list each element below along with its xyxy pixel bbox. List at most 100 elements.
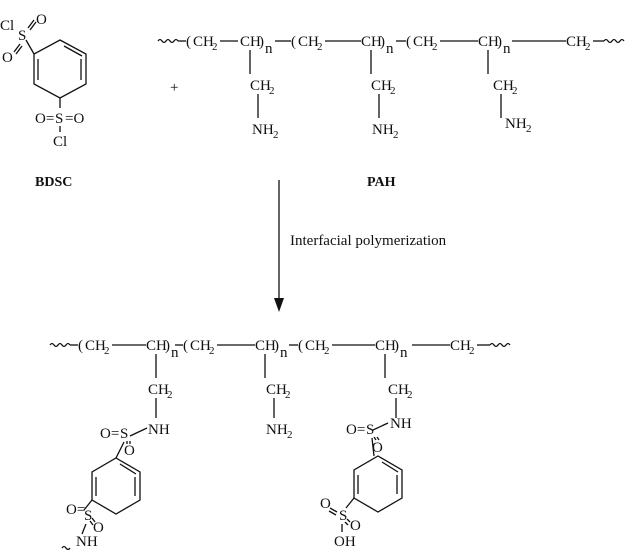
bdsc-cl-top: Cl: [0, 18, 14, 34]
svg-text:2: 2: [407, 389, 413, 401]
svg-text:OH: OH: [334, 534, 356, 550]
bdsc-structure: S Cl O O O= S =O Cl BDSC: [0, 12, 87, 190]
svg-text:2: 2: [512, 85, 518, 97]
svg-text:O: O: [93, 520, 104, 536]
svg-text:2: 2: [469, 345, 475, 357]
svg-text:CH: CH: [371, 78, 392, 94]
svg-text:CH: CH: [190, 338, 211, 354]
bdsc-benzene-ring: [33, 39, 87, 99]
svg-text:CH: CH: [240, 34, 261, 50]
svg-text:(: (: [78, 338, 83, 354]
svg-text:CH: CH: [250, 78, 271, 94]
plus-sign: +: [170, 80, 178, 96]
svg-text:NH: NH: [76, 534, 98, 550]
svg-text:2: 2: [273, 129, 279, 141]
svg-text:2: 2: [104, 345, 110, 357]
svg-text:n: n: [265, 41, 273, 57]
svg-text:O: O: [320, 496, 331, 512]
svg-text:(: (: [298, 338, 303, 354]
svg-text:): ): [259, 34, 264, 50]
pah-label: PAH: [367, 175, 396, 190]
svg-text:2: 2: [390, 85, 396, 97]
svg-text:(: (: [186, 34, 191, 50]
svg-text:CH: CH: [388, 382, 409, 398]
svg-text:CH: CH: [413, 34, 434, 50]
product-wavy-right: [489, 342, 511, 348]
svg-text:CH: CH: [450, 338, 471, 354]
svg-text:2: 2: [432, 41, 438, 53]
svg-text:n: n: [386, 41, 394, 57]
svg-text:CH: CH: [375, 338, 396, 354]
svg-text:NH: NH: [148, 422, 170, 438]
svg-text:CH: CH: [148, 382, 169, 398]
svg-text:n: n: [400, 345, 408, 361]
svg-text:O=: O=: [66, 502, 85, 518]
svg-text:O=: O=: [100, 426, 119, 442]
svg-text:NH: NH: [252, 122, 274, 138]
svg-text:O: O: [124, 443, 135, 459]
svg-text:NH: NH: [390, 416, 412, 432]
product-wavy-left: [49, 342, 71, 348]
svg-text:2: 2: [287, 429, 293, 441]
bdsc-s-top: S: [18, 28, 26, 44]
svg-text:): ): [274, 338, 279, 354]
svg-text:): ): [497, 34, 502, 50]
svg-text:2: 2: [393, 129, 399, 141]
svg-text:O: O: [372, 440, 383, 456]
svg-text:O: O: [350, 518, 361, 534]
svg-text:2: 2: [212, 41, 218, 53]
svg-text:): ): [165, 338, 170, 354]
arrow-label: Interfacial polymerization: [290, 233, 447, 249]
svg-text:CH: CH: [566, 34, 587, 50]
svg-text:): ): [380, 34, 385, 50]
svg-text:2: 2: [285, 389, 291, 401]
svg-text:CH: CH: [305, 338, 326, 354]
svg-text:CH: CH: [193, 34, 214, 50]
bdsc-o-eq-left: O=: [35, 111, 54, 127]
svg-text:(: (: [183, 338, 188, 354]
svg-text:NH: NH: [372, 122, 394, 138]
svg-text:CH: CH: [298, 34, 319, 50]
svg-text:2: 2: [585, 41, 591, 53]
svg-text:n: n: [171, 345, 179, 361]
svg-text:2: 2: [526, 123, 532, 135]
svg-text:2: 2: [324, 345, 330, 357]
svg-text:O=: O=: [346, 422, 365, 438]
svg-text:): ): [394, 338, 399, 354]
svg-text:NH: NH: [505, 116, 527, 132]
svg-text:(: (: [291, 34, 296, 50]
svg-text:S: S: [84, 508, 92, 524]
product-benzene-ring-1: [91, 457, 141, 515]
reaction-arrow: Interfacial polymerization: [274, 180, 447, 312]
svg-text:2: 2: [167, 389, 173, 401]
svg-text:CH: CH: [255, 338, 276, 354]
bdsc-eq-o-right: =O: [65, 111, 84, 127]
bdsc-o-top-1: O: [36, 12, 47, 28]
pah-wavy-left: [157, 38, 179, 44]
svg-text:S: S: [120, 426, 128, 442]
svg-text:n: n: [503, 41, 511, 57]
product-structure: ( CH 2 CH ) n CH 2 NH O= S O O= S O NH (: [49, 338, 511, 550]
pah-structure: ( CH 2 CH ) n CH 2 NH 2 ( CH 2 CH ) n CH…: [157, 34, 625, 190]
svg-text:2: 2: [269, 85, 275, 97]
svg-text:NH: NH: [266, 422, 288, 438]
svg-text:S: S: [366, 422, 374, 438]
pah-wavy-right: [603, 38, 625, 44]
product-benzene-ring-2: [353, 455, 403, 513]
svg-text:CH: CH: [493, 78, 514, 94]
svg-text:CH: CH: [146, 338, 167, 354]
svg-text:S: S: [339, 508, 347, 524]
svg-text:CH: CH: [478, 34, 499, 50]
bdsc-s-bottom: S: [55, 111, 63, 127]
svg-text:(: (: [406, 34, 411, 50]
svg-text:CH: CH: [361, 34, 382, 50]
svg-text:n: n: [280, 345, 288, 361]
svg-text:CH: CH: [266, 382, 287, 398]
svg-text:2: 2: [317, 41, 323, 53]
bdsc-cl-bottom: Cl: [53, 134, 67, 150]
svg-text:2: 2: [209, 345, 215, 357]
bdsc-label: BDSC: [35, 175, 72, 190]
bdsc-o-top-2: O: [2, 50, 13, 66]
svg-text:CH: CH: [85, 338, 106, 354]
